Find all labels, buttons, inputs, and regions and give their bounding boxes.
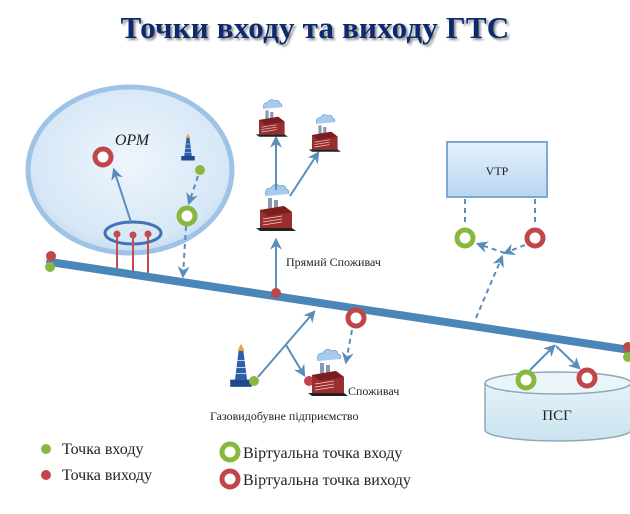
exit-point-pipeline-end[interactable] xyxy=(623,342,630,352)
virtual-exit-point-orm[interactable] xyxy=(92,146,114,168)
factory-icon-branch-2 xyxy=(308,114,342,153)
entry-point-pipeline-end[interactable] xyxy=(623,352,630,362)
legend-exit-point-icon xyxy=(41,470,51,480)
factory-icon-branch-1 xyxy=(255,99,289,138)
exit-point-consumer[interactable] xyxy=(304,376,314,386)
psg-label: ПСГ xyxy=(542,408,572,424)
vtp-label: VTP xyxy=(486,164,509,178)
factory-icon-direct-consumer xyxy=(255,183,297,232)
virtual-exit-point-vtp[interactable] xyxy=(524,227,546,249)
virtual-exit-point-pipeline[interactable] xyxy=(345,307,367,329)
consumer-label: Споживач xyxy=(348,384,399,398)
legend-virtual-entry-point-icon xyxy=(219,441,241,463)
legend-exit-point-label: Точка виходу xyxy=(62,467,152,484)
virtual-exit-point-psg[interactable] xyxy=(576,367,598,389)
virtual-entry-point-psg[interactable] xyxy=(515,369,537,391)
vtp-group: VTP xyxy=(446,141,548,319)
direct-consumer-label: Прямий Споживач xyxy=(286,255,381,269)
virtual-entry-point-vtp[interactable] xyxy=(454,227,476,249)
gas-producer-group: Споживач Газовидобувне підприємство xyxy=(210,310,399,423)
psg-cylinder-top xyxy=(484,371,630,395)
entry-point-gas-producer[interactable] xyxy=(249,376,259,386)
orm-arrow xyxy=(111,167,132,223)
gas-rig-icon-producer xyxy=(229,343,253,388)
legend-virtual-exit-point-label: Віртуальна точка виходу xyxy=(243,472,411,489)
entry-point-pipeline-start[interactable] xyxy=(45,262,55,272)
vtp-box[interactable] xyxy=(446,141,548,198)
orm-label: ОРМ xyxy=(115,132,151,149)
legend-virtual-entry-point-label: Віртуальна точка входу xyxy=(243,445,402,462)
entry-point-orm-rig[interactable] xyxy=(195,165,205,175)
legend-virtual-exit-point-icon xyxy=(219,468,241,490)
legend: Точка входу Точка виходу Віртуальна точк… xyxy=(41,441,411,490)
exit-point-direct-consumer[interactable] xyxy=(271,288,281,298)
gas-producer-label: Газовидобувне підприємство xyxy=(210,409,359,423)
psg-storage-group: ПСГ xyxy=(484,344,630,442)
legend-entry-point-icon xyxy=(41,444,51,454)
direct-consumer-group: Прямий Споживач xyxy=(255,99,381,298)
gts-pipeline xyxy=(46,258,630,354)
orm-region: ОРМ xyxy=(25,84,235,279)
factory-icon-consumer xyxy=(307,348,349,397)
virtual-entry-point-orm[interactable] xyxy=(176,205,198,227)
legend-entry-point-label: Точка входу xyxy=(62,441,143,458)
exit-point-pipeline-start[interactable] xyxy=(46,251,56,261)
page-title: Точки входу та виходу ГТС xyxy=(120,10,510,45)
